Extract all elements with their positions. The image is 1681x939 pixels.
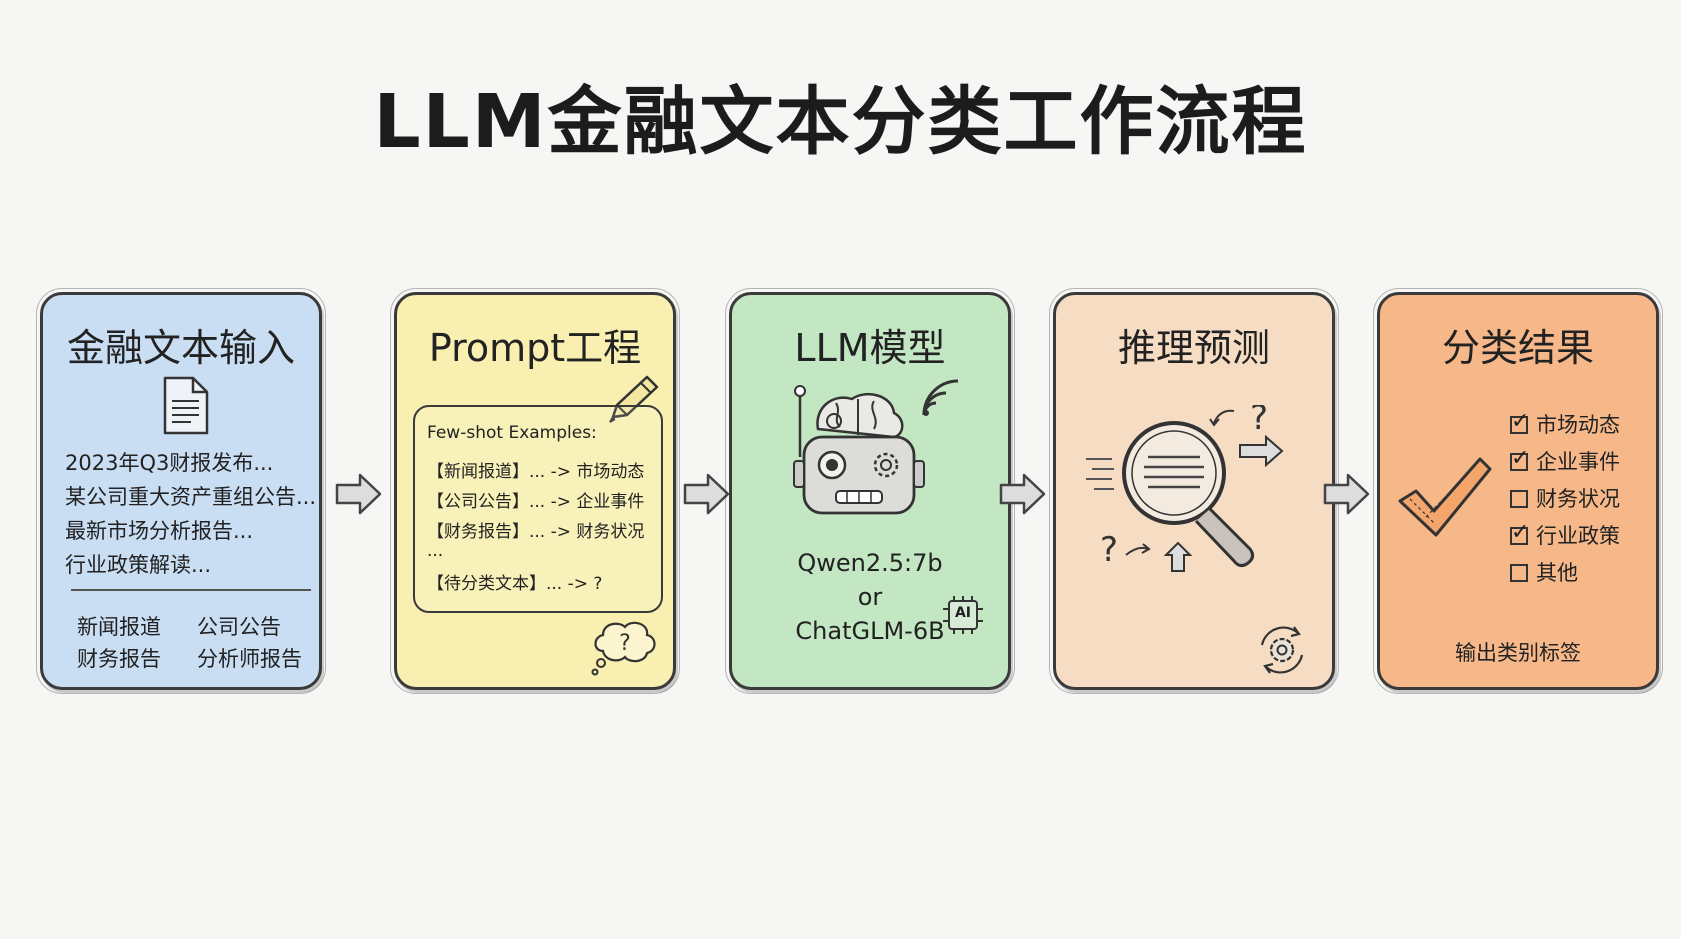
stage-title: Prompt工程 xyxy=(397,317,673,372)
arrow-right-icon xyxy=(682,470,732,518)
category-企业事件: 企业事件 xyxy=(1510,446,1620,476)
category-label: 市场动态 xyxy=(1536,413,1620,437)
thought-bubble-icon: ? xyxy=(589,617,661,677)
page-title: LLM金融文本分类工作流程 xyxy=(0,62,1681,169)
document-icon xyxy=(161,375,211,437)
arrow-right-icon xyxy=(334,470,384,518)
prompt-line: ... xyxy=(427,541,443,561)
stage-title: 推理预测 xyxy=(1056,317,1332,372)
category-其他: 其他 xyxy=(1510,557,1578,587)
stage-financial-text-input: 金融文本输入 2023年Q3财报发布... 某公司重大资产重组公告... 最新市… xyxy=(40,292,322,690)
checkbox-checked-icon xyxy=(1510,453,1528,471)
checkbox-empty-icon xyxy=(1510,564,1528,582)
stage-title: LLM模型 xyxy=(732,317,1008,372)
source-tag: 财务报告 xyxy=(77,643,161,673)
stage-prompt-engineering: Prompt工程 Few-shot Examples: 【新闻报道】... ->… xyxy=(394,292,676,690)
stage-llm-model: LLM模型 Qwen2.5:7b or ChatGLM-6B xyxy=(729,292,1011,690)
input-text-line: 某公司重大资产重组公告... xyxy=(65,481,316,511)
category-财务状况: 财务状况 xyxy=(1510,483,1620,513)
checkbox-checked-icon xyxy=(1510,527,1528,545)
magnifier-icon: ? ? xyxy=(1082,405,1312,605)
prompt-line: 【新闻报道】... -> 市场动态 xyxy=(427,457,644,482)
robot-brain-icon xyxy=(788,379,928,529)
category-label: 财务状况 xyxy=(1536,487,1620,511)
arrow-right-icon xyxy=(998,470,1048,518)
category-行业政策: 行业政策 xyxy=(1510,520,1620,550)
divider xyxy=(71,589,311,591)
wifi-signal-icon xyxy=(918,369,974,421)
prompt-line: Few-shot Examples: xyxy=(427,423,597,443)
category-label: 行业政策 xyxy=(1536,524,1620,548)
svg-text:?: ? xyxy=(619,631,631,656)
ai-chip-icon: AI xyxy=(942,595,984,635)
ai-chip-label: AI xyxy=(949,605,977,621)
input-text-line: 行业政策解读... xyxy=(65,549,211,579)
arrow-right-icon xyxy=(1322,470,1372,518)
stage-classification-result: 分类结果 市场动态 企业事件 财务状况 行业政策 其他 输出类别标签 xyxy=(1377,292,1659,690)
source-tag: 公司公告 xyxy=(197,611,281,641)
stage-title: 金融文本输入 xyxy=(43,317,319,372)
prompt-line: 【财务报告】... -> 财务状况 xyxy=(427,517,644,542)
input-text-line: 2023年Q3财报发布... xyxy=(65,447,273,477)
category-label: 企业事件 xyxy=(1536,450,1620,474)
prompt-template-box: Few-shot Examples: 【新闻报道】... -> 市场动态 【公司… xyxy=(413,405,663,613)
output-label-caption: 输出类别标签 xyxy=(1380,637,1656,667)
prompt-line: 【公司公告】... -> 企业事件 xyxy=(427,487,644,512)
category-label: 其他 xyxy=(1536,561,1578,585)
checkbox-checked-icon xyxy=(1510,416,1528,434)
source-tag: 新闻报道 xyxy=(77,611,161,641)
checkmark-icon xyxy=(1396,455,1492,541)
input-text-line: 最新市场分析报告... xyxy=(65,515,253,545)
prompt-line: 【待分类文本】... -> ? xyxy=(427,569,602,594)
model-name: Qwen2.5:7b xyxy=(732,549,1008,577)
checkbox-empty-icon xyxy=(1510,490,1528,508)
category-市场动态: 市场动态 xyxy=(1510,409,1620,439)
gear-cycle-icon xyxy=(1252,621,1312,679)
source-tag: 分析师报告 xyxy=(197,643,302,673)
stage-title: 分类结果 xyxy=(1380,317,1656,372)
svg-text:?: ? xyxy=(1100,530,1118,570)
svg-text:?: ? xyxy=(1250,405,1268,438)
stage-inference-prediction: 推理预测 ? ? xyxy=(1053,292,1335,690)
